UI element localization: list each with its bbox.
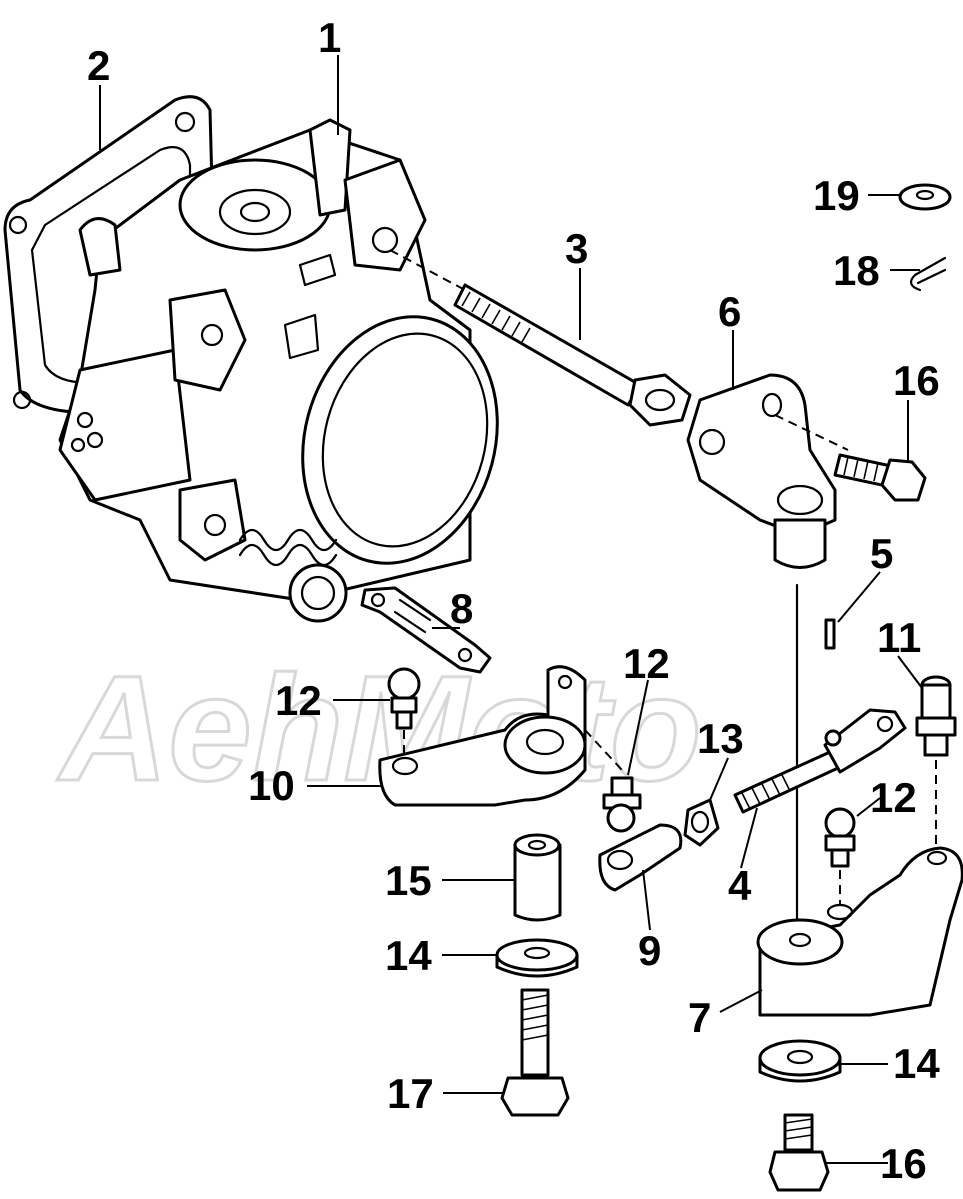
bolt-part-16-upper[interactable] — [833, 453, 927, 502]
callout-14-right: 14 — [893, 1040, 940, 1087]
bolt-16-axis-line — [774, 414, 849, 451]
pin-part-11[interactable] — [915, 675, 957, 757]
callout-16-lower: 16 — [880, 1140, 927, 1187]
nut-part-13[interactable] — [683, 798, 720, 847]
callout-17: 17 — [387, 1070, 434, 1117]
lever-part-7[interactable] — [756, 846, 963, 1017]
callout-1: 1 — [318, 14, 341, 61]
callout-7: 7 — [688, 994, 711, 1041]
lever-part-10[interactable] — [378, 665, 587, 807]
callout-18: 18 — [833, 247, 880, 294]
callout-12-left: 12 — [275, 677, 322, 724]
callout-12-mid: 12 — [623, 640, 670, 687]
pin-part-5[interactable] — [824, 618, 836, 650]
callout-16-upper: 16 — [893, 357, 940, 404]
collar-part-15[interactable] — [513, 833, 562, 922]
washer-part-19[interactable] — [898, 183, 952, 211]
callout-9: 9 — [638, 927, 661, 974]
callout-11: 11 — [877, 614, 921, 661]
callout-4: 4 — [728, 862, 752, 909]
callout-8: 8 — [450, 585, 473, 632]
callout-3: 3 — [565, 225, 588, 272]
washer-part-14-left[interactable] — [495, 938, 579, 978]
callout-6: 6 — [718, 288, 741, 335]
callout-19: 19 — [813, 172, 860, 219]
callout-12-right: 12 — [870, 774, 917, 821]
callout-13: 13 — [697, 715, 744, 762]
link-rod-part-8[interactable] — [360, 586, 492, 674]
throttle-body-part-1[interactable] — [58, 118, 524, 623]
clip-part-18[interactable] — [909, 256, 947, 292]
callout-15: 15 — [385, 857, 432, 904]
adjuster-rod-part-4[interactable] — [733, 708, 907, 814]
washer-part-14-right[interactable] — [758, 1039, 842, 1083]
callout-2: 2 — [87, 42, 110, 89]
ball-joint-part-12-left[interactable] — [387, 667, 421, 730]
callout-5: 5 — [870, 530, 893, 577]
ball-joint-part-12-right[interactable] — [824, 807, 856, 868]
bolt-part-16-lower[interactable] — [768, 1113, 830, 1192]
link-end-part-9[interactable] — [598, 823, 683, 892]
ball-joint-part-12-mid[interactable] — [602, 776, 642, 833]
bolt-part-17[interactable] — [500, 988, 570, 1117]
ball-joint-12-mid-axis — [584, 729, 623, 771]
bracket-part-6[interactable] — [686, 373, 837, 569]
callout-10: 10 — [248, 762, 295, 809]
callout-labels: 1 2 3 6 19 18 16 5 8 11 12 12 13 10 12 4… — [87, 14, 940, 1187]
leader-lines — [99, 55, 923, 1164]
long-bolt-part-3[interactable] — [453, 283, 692, 427]
callout-14-left: 14 — [385, 932, 432, 979]
